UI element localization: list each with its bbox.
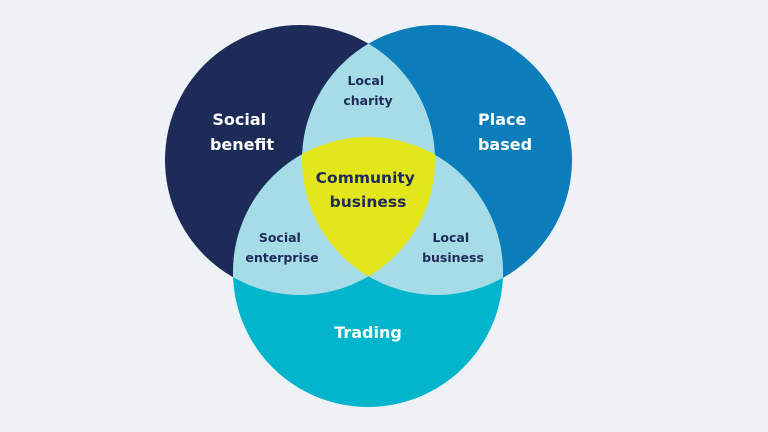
social-enterprise-label: Social enterprise xyxy=(245,230,318,265)
place-based-label: Place based xyxy=(478,110,532,154)
community-business-region xyxy=(302,137,435,295)
local-business-label: Local business xyxy=(422,230,484,265)
trading-label: Trading xyxy=(334,323,402,342)
local-charity-label: Local charity xyxy=(343,73,392,108)
community-business-label: Community business xyxy=(316,169,421,211)
social-benefit-label: Social benefit xyxy=(210,110,274,154)
